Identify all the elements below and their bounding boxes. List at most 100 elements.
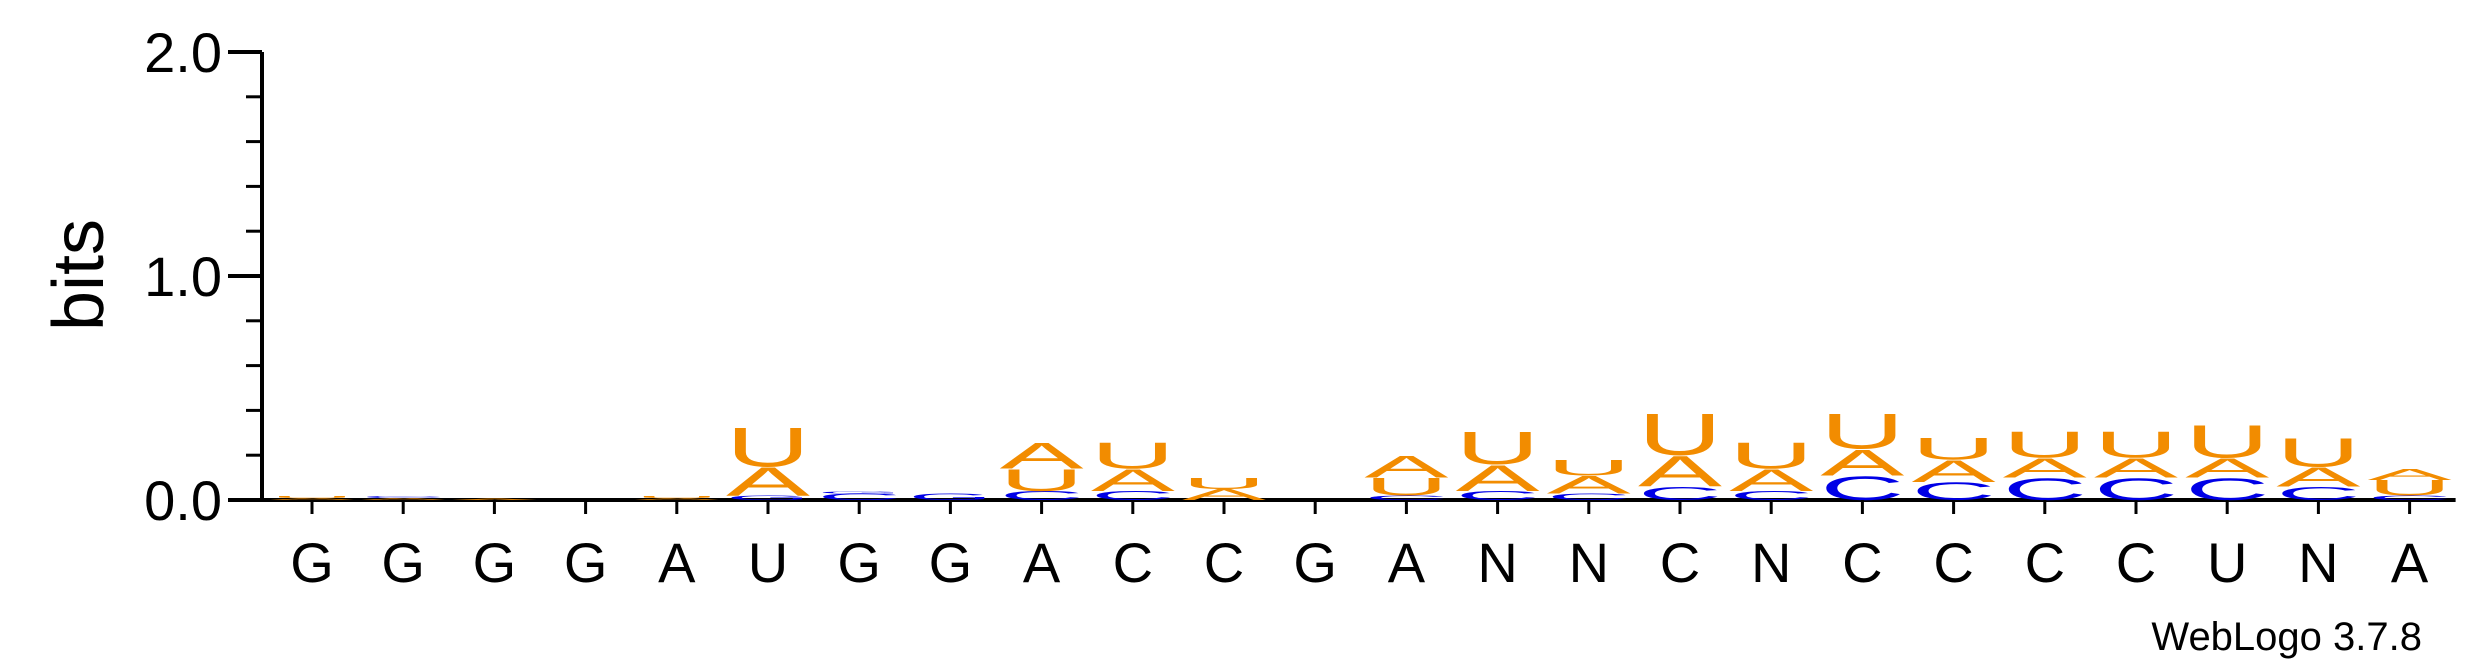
letter-u: U — [270, 495, 354, 498]
position-label: N — [1569, 531, 1609, 594]
glyph-u: U — [2276, 430, 2360, 475]
position-label: N — [1751, 531, 1791, 594]
letter-a: A — [1000, 435, 1084, 477]
letter-a: A — [1547, 471, 1631, 499]
letter-u: U — [2003, 423, 2087, 465]
letter-a: A — [1820, 441, 1904, 483]
glyph-c: C — [1000, 489, 1084, 503]
letter-a: A — [1364, 450, 1448, 484]
letter-c: C — [1729, 489, 1813, 503]
position-label: N — [1477, 531, 1517, 594]
glyph-c: C — [1456, 489, 1540, 503]
letter-u: U — [1182, 475, 1266, 492]
glyph-a: A — [2185, 453, 2270, 484]
letter-u: U — [1091, 435, 1175, 477]
glyph-c: C — [1364, 494, 1448, 501]
letter-u: U — [1820, 404, 1904, 459]
letter-c: C — [1456, 489, 1540, 503]
position-label: G — [473, 531, 517, 594]
glyph-a: A — [452, 499, 536, 501]
letter-g: G — [817, 490, 901, 493]
glyph-a: A — [1729, 463, 1813, 497]
y-axis-ticks: 0.0 1.0 2.0 — [144, 21, 262, 532]
glyph-u: U — [1912, 432, 1996, 466]
glyph-c: C — [1547, 492, 1631, 502]
position-label: N — [2298, 531, 2338, 594]
letter-c: C — [1547, 492, 1631, 502]
letter-c: C — [1091, 489, 1175, 503]
glyph-a: A — [2003, 453, 2088, 484]
letter-a: A — [726, 459, 810, 504]
glyph-u: U — [1638, 402, 1722, 468]
letter-u: U — [1729, 435, 1813, 477]
position-label: A — [658, 531, 696, 594]
letter-c: C — [1638, 483, 1722, 504]
letter-a: A — [1091, 463, 1175, 497]
glyph-a: A — [361, 497, 445, 500]
glyph-g: G — [726, 494, 810, 501]
glyph-a: A — [726, 459, 810, 504]
letter-u: U — [726, 416, 810, 479]
position-label: G — [1293, 531, 1337, 594]
glyph-c: C — [361, 495, 445, 498]
glyph-a: A — [1638, 448, 1722, 497]
letter-c: C — [2276, 483, 2360, 504]
position-label: G — [290, 531, 334, 594]
y-tick-label: 2.0 — [144, 21, 222, 84]
glyph-c: C — [1729, 489, 1813, 503]
position-label: A — [1023, 531, 1061, 594]
glyph-a: A — [1820, 441, 1904, 483]
glyph-a: A — [1091, 463, 1175, 497]
letter-u: U — [1456, 422, 1540, 474]
glyph-c: C — [1638, 483, 1722, 504]
glyph-c: C — [2276, 483, 2360, 504]
position-label: C — [1113, 531, 1153, 594]
letter-a: A — [2094, 453, 2179, 484]
glyph-u: U — [2003, 423, 2087, 465]
glyph-u: U — [726, 416, 810, 479]
glyph-a: A — [2094, 453, 2179, 484]
letter-a: A — [1456, 457, 1540, 499]
letter-g: G — [726, 494, 810, 501]
y-tick-label: 0.0 — [144, 469, 222, 532]
position-label: U — [748, 531, 788, 594]
y-tick-label: 1.0 — [144, 245, 222, 308]
position-label: C — [2116, 531, 2156, 594]
glyph-c: C — [1091, 489, 1175, 503]
letter-u: U — [1000, 463, 1084, 497]
letter-a: A — [2276, 462, 2361, 493]
glyph-u: U — [1091, 435, 1175, 477]
letter-a: A — [361, 497, 445, 500]
letter-a: A — [452, 499, 536, 501]
letter-a: A — [1729, 463, 1813, 497]
letter-a: A — [2003, 453, 2088, 484]
glyph-a: A — [1364, 450, 1448, 484]
glyph-g: G — [817, 490, 901, 493]
letter-c: C — [1000, 489, 1084, 503]
weblogo-credit: WebLogo 3.7.8 — [2151, 615, 2422, 659]
position-label: C — [1933, 531, 1973, 594]
glyph-a: A — [2368, 466, 2453, 483]
letter-c: C — [361, 495, 445, 498]
glyph-a: A — [1547, 471, 1631, 499]
letter-u: U — [1912, 432, 1996, 466]
glyph-u: U — [1729, 435, 1813, 477]
glyph-a: A — [1000, 435, 1084, 477]
letter-c: C — [2368, 494, 2452, 501]
glyph-u: U — [270, 495, 354, 498]
letter-a: A — [1182, 486, 1267, 503]
position-label: G — [381, 531, 425, 594]
glyph-u: U — [1547, 456, 1631, 480]
glyph-a: A — [1182, 486, 1267, 503]
letter-u: U — [2368, 476, 2452, 500]
letter-a: A — [270, 497, 354, 500]
glyph-u: U — [1000, 463, 1084, 497]
position-label: U — [2207, 531, 2247, 594]
glyph-u: U — [1456, 422, 1540, 474]
letter-a: A — [1638, 448, 1722, 497]
glyph-a: A — [270, 497, 354, 500]
letter-c: C — [1364, 494, 1448, 501]
glyph-u: U — [1182, 475, 1266, 492]
